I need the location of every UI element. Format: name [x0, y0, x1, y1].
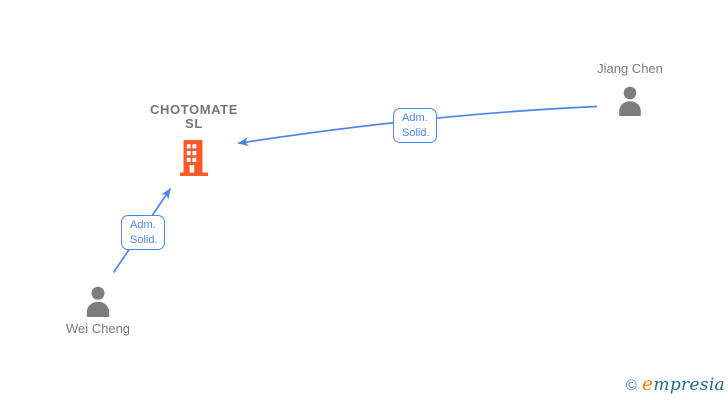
brand-first-letter: e	[641, 373, 654, 395]
company-name-line1: CHOTOMATE	[150, 102, 238, 117]
brand-rest: mpresia	[653, 375, 725, 395]
person-name-label: Wei Cheng	[65, 321, 131, 336]
person-node-jiang-chen[interactable]: Jiang Chen	[580, 62, 680, 116]
relationship-label-line2: Solid.	[402, 127, 430, 139]
person-name-label: Jiang Chen	[597, 61, 663, 76]
relationship-label-line1: Adm.	[402, 112, 428, 124]
building-icon	[180, 140, 208, 176]
relationship-label-jiang-chen[interactable]: Adm. Solid.	[393, 108, 437, 143]
relationship-label-line1: Adm.	[130, 219, 156, 231]
relationship-label-wei-cheng[interactable]: Adm. Solid.	[121, 215, 165, 250]
brand-wordmark: empresia	[642, 373, 725, 395]
company-node[interactable]: CHOTOMATE SL	[134, 103, 254, 176]
company-name-line2: SL	[185, 116, 203, 131]
person-node-wei-cheng[interactable]: Wei Cheng	[48, 286, 148, 336]
copyright-icon: ©	[625, 377, 637, 394]
company-name: CHOTOMATE SL	[150, 103, 238, 131]
person-icon	[86, 286, 110, 317]
relationship-label-line2: Solid.	[130, 234, 158, 246]
empresia-logo: © empresia	[626, 373, 725, 395]
person-icon	[619, 86, 641, 116]
